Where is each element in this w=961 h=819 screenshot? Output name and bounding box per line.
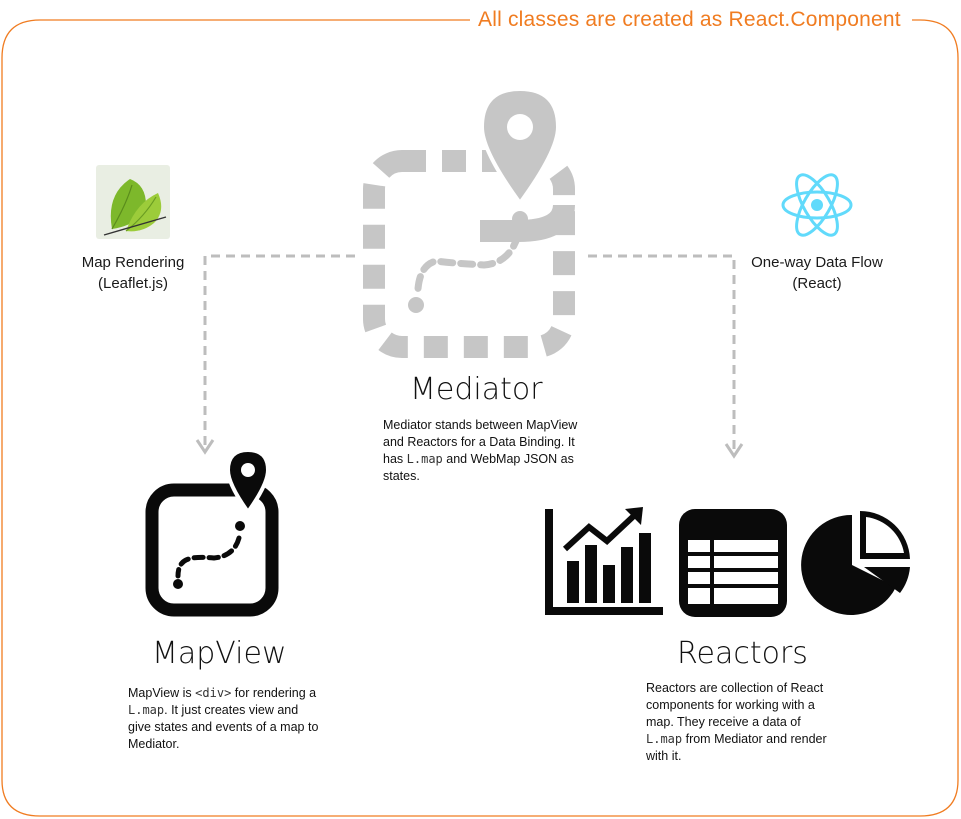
connector-mediator-to-mapview [205,256,355,446]
mediator-map-pin-route-icon [360,85,582,360]
mapview-desc-part2: for rendering a [231,686,316,700]
bar-chart-icon [545,505,665,617]
react-label: One-way Data Flow (React) [722,252,912,294]
reactors-desc-code: L.map [646,732,682,746]
mapview-description: MapView is <div> for rendering a L.map. … [128,685,322,753]
mapview-desc-code1: <div> [195,686,231,700]
pie-chart-icon [800,507,914,621]
react-label-line2: (React) [722,273,912,294]
reactors-title: Reactors [677,636,808,671]
leaflet-label-line2: (Leaflet.js) [40,273,226,294]
mediator-desc-code: L.map [407,452,443,466]
table-icon [679,509,787,617]
reactors-description: Reactors are collection of React compone… [646,680,832,765]
leaflet-label-line1: Map Rendering [40,252,226,273]
banner-title: All classes are created as React.Compone… [470,8,909,32]
mapview-map-pin-route-icon [144,446,282,618]
react-atom-icon [780,170,854,240]
leaflet-label: Map Rendering (Leaflet.js) [40,252,226,294]
mediator-title: Mediator [410,372,543,407]
mapview-desc-part1: MapView is [128,686,195,700]
leaf-icon [96,165,170,239]
mediator-description: Mediator stands between MapView and Reac… [383,417,579,485]
connector-mediator-to-reactors [588,256,734,452]
mapview-title: MapView [152,636,287,671]
mapview-desc-code2: L.map [128,703,164,717]
react-label-line1: One-way Data Flow [722,252,912,273]
reactors-desc-part1: Reactors are collection of React compone… [646,681,823,729]
